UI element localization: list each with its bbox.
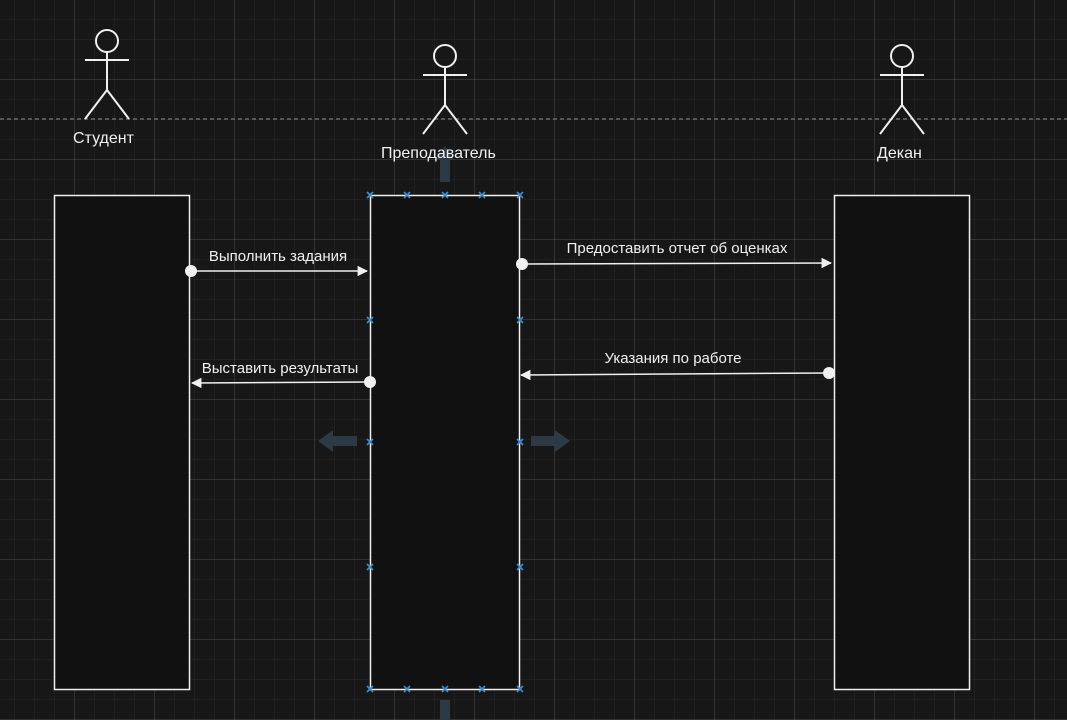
actor-teacher[interactable] <box>422 44 468 135</box>
resize-handle-icon[interactable] <box>516 438 524 446</box>
connect-arrow-icon[interactable] <box>440 700 450 720</box>
actor-label-dean: Декан <box>877 145 922 162</box>
stick-figure-icon <box>879 44 925 135</box>
stick-figure-icon <box>422 44 468 135</box>
message-label-m2[interactable]: Предоставить отчет об оценках <box>566 240 788 257</box>
message-m2[interactable] <box>516 257 833 270</box>
actor-label-student: Студент <box>73 130 134 147</box>
resize-handle-icon[interactable] <box>441 685 449 693</box>
message-m4[interactable] <box>190 376 376 389</box>
resize-handle-icon[interactable] <box>516 191 524 199</box>
resize-handle-icon[interactable] <box>516 316 524 324</box>
resize-handle-icon[interactable] <box>403 191 411 199</box>
resize-handle-icon[interactable] <box>478 191 486 199</box>
resize-handle-icon[interactable] <box>516 685 524 693</box>
message-label-m3[interactable]: Указания по работе <box>604 350 742 367</box>
message-m3[interactable] <box>519 367 835 381</box>
connect-arrow-icon[interactable] <box>318 430 357 452</box>
resize-handle-icon[interactable] <box>403 685 411 693</box>
connect-hints <box>318 146 570 720</box>
resize-handle-icon[interactable] <box>366 685 374 693</box>
actor-label-teacher: Преподаватель <box>381 145 496 162</box>
resize-handle-icon[interactable] <box>366 563 374 571</box>
message-label-m1[interactable]: Выполнить задания <box>208 248 348 265</box>
resize-handle-icon[interactable] <box>478 685 486 693</box>
resize-handle-icon[interactable] <box>366 316 374 324</box>
resize-handle-icon[interactable] <box>366 191 374 199</box>
actor-dean[interactable] <box>879 44 925 135</box>
selection-handles <box>366 191 524 693</box>
resize-handle-icon[interactable] <box>516 563 524 571</box>
lifeline-box-teacher[interactable] <box>369 194 521 691</box>
lifeline-box-dean[interactable] <box>833 194 971 691</box>
resize-handle-icon[interactable] <box>441 191 449 199</box>
message-label-m4[interactable]: Выставить результаты <box>201 360 359 377</box>
stick-figure-icon <box>84 29 130 120</box>
message-m1[interactable] <box>185 265 369 277</box>
lifeline-box-student[interactable] <box>53 194 191 691</box>
resize-handle-icon[interactable] <box>366 438 374 446</box>
connect-arrow-icon[interactable] <box>436 146 454 182</box>
actor-student[interactable] <box>84 29 130 120</box>
connect-arrow-icon[interactable] <box>531 430 570 452</box>
